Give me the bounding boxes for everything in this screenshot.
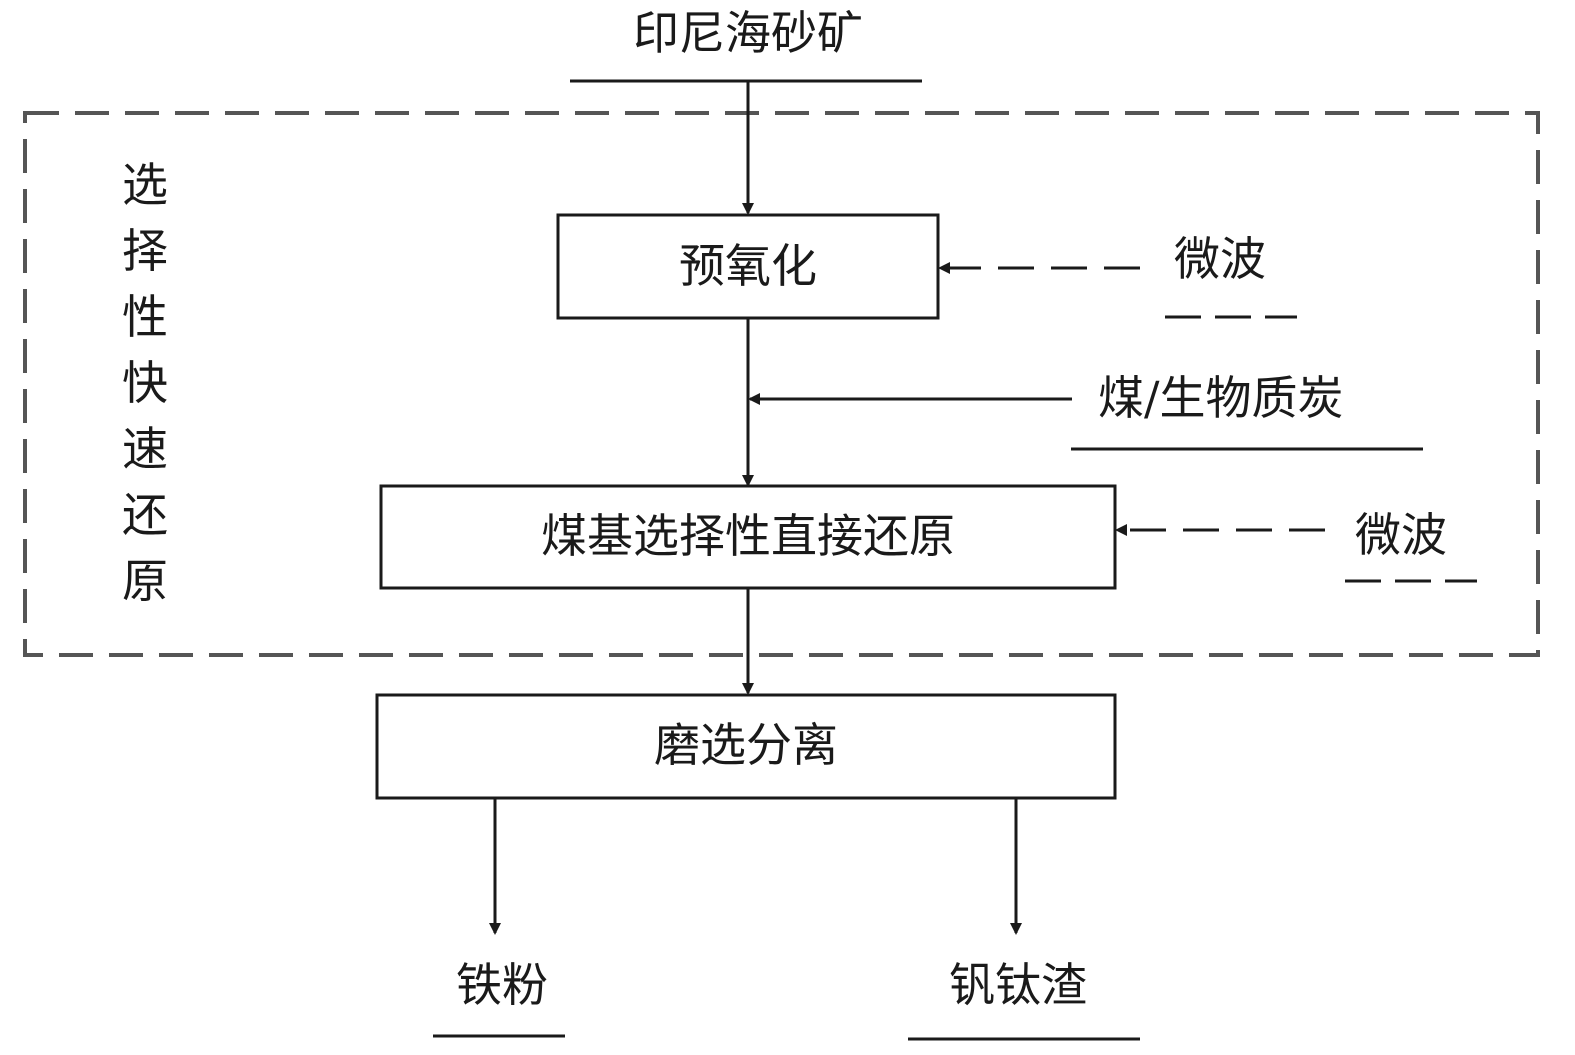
microwave-1-label: 微波: [1174, 232, 1266, 286]
output-label-iron-powder: 铁粉: [456, 958, 548, 1012]
selective-rapid-reduction-frame: [23, 111, 1540, 657]
group-label-char: 择: [122, 224, 168, 278]
input-label: 印尼海砂矿: [633, 6, 863, 60]
group-label-char: 快: [122, 356, 168, 410]
group-label: 选 择 性 快 速 还 原: [115, 152, 175, 614]
step-label-preoxidation: 预氧化: [679, 239, 817, 293]
group-label-char: 选: [122, 158, 168, 212]
step-label-separation: 磨选分离: [654, 718, 838, 772]
reductant-label: 煤/生物质炭: [1098, 371, 1344, 425]
output-label-slag: 钒钛渣: [949, 958, 1087, 1012]
group-label-char: 性: [122, 290, 168, 344]
group-label-char: 原: [122, 554, 168, 608]
group-label-char: 速: [122, 422, 168, 476]
step-box-preoxidation: [556, 213, 940, 320]
step-box-separation: [375, 693, 1117, 800]
step-box-reduction: [379, 484, 1117, 590]
step-label-reduction: 煤基选择性直接还原: [541, 509, 955, 563]
group-label-char: 还: [122, 488, 168, 542]
microwave-2-label: 微波: [1355, 508, 1447, 562]
